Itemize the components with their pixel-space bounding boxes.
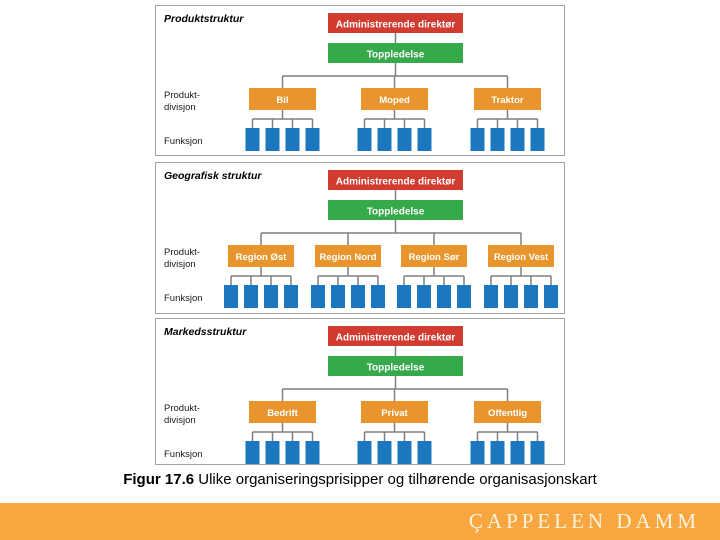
division-axis-label-line1: Produkt- — [164, 247, 200, 258]
division-axis-label-line1: Produkt- — [164, 403, 200, 414]
division-axis-label: Produkt- divisjon — [164, 403, 200, 427]
figure-caption: Figur 17.6 Ulike organiseringsprisipper … — [0, 471, 720, 488]
function-box — [417, 285, 431, 308]
executive-label: Administrerende direktør — [336, 177, 456, 188]
division-axis-label-line2: divisjon — [164, 415, 196, 426]
function-box — [264, 285, 278, 308]
division-axis-label-line2: divisjon — [164, 259, 196, 270]
figure-caption-number: Figur 17.6 — [123, 471, 195, 488]
function-box — [285, 441, 300, 464]
function-box — [351, 285, 365, 308]
function-box — [265, 128, 280, 151]
function-box — [417, 441, 432, 464]
division-label: Moped — [379, 95, 410, 106]
executive-box — [328, 326, 463, 346]
function-box — [470, 128, 485, 151]
division-label: Bedrift — [267, 408, 298, 419]
executive-box — [328, 13, 463, 33]
division-label: Bil — [276, 95, 288, 106]
division-label: Region Sør — [409, 252, 460, 263]
function-box — [224, 285, 238, 308]
division-box — [488, 245, 554, 267]
function-box — [244, 285, 258, 308]
division-box — [249, 88, 316, 110]
function-box — [285, 128, 300, 151]
function-box — [397, 285, 411, 308]
function-box — [510, 441, 525, 464]
division-label: Region Vest — [494, 252, 549, 263]
function-box — [470, 441, 485, 464]
function-box — [377, 441, 392, 464]
function-axis-label: Funksjon — [164, 293, 203, 304]
function-box — [284, 285, 298, 308]
function-box — [305, 128, 320, 151]
division-axis-label-line1: Produkt- — [164, 90, 200, 101]
function-box — [530, 128, 545, 151]
division-box — [249, 401, 316, 423]
executive-label: Administrerende direktør — [336, 20, 456, 31]
function-box — [305, 441, 320, 464]
division-box — [474, 88, 541, 110]
org-chart-svg: Administrerende direktørToppledelseRegio… — [224, 170, 558, 308]
division-label: Privat — [381, 408, 408, 419]
footer-bar: ÇAPPELEN DAMM — [0, 503, 720, 540]
function-box — [245, 128, 260, 151]
division-box — [401, 245, 467, 267]
top-management-label: Toppledelse — [367, 207, 425, 218]
function-box — [524, 285, 538, 308]
function-box — [510, 128, 525, 151]
function-box — [484, 285, 498, 308]
panel-title: Geografisk struktur — [164, 170, 262, 182]
top-management-box — [328, 43, 463, 63]
division-axis-label-line2: divisjon — [164, 102, 196, 113]
function-box — [397, 128, 412, 151]
division-label: Offentlig — [488, 408, 527, 419]
top-management-box — [328, 200, 463, 220]
division-axis-label: Produkt- divisjon — [164, 247, 200, 271]
function-box — [331, 285, 345, 308]
division-box — [474, 401, 541, 423]
division-box — [228, 245, 294, 267]
figure-caption-text: Ulike organiseringsprisipper og tilhøren… — [194, 471, 597, 488]
division-box — [361, 401, 428, 423]
top-management-label: Toppledelse — [367, 50, 425, 61]
function-box — [490, 441, 505, 464]
top-management-box — [328, 356, 463, 376]
division-label: Region Øst — [236, 252, 288, 263]
panel-title: Produktstruktur — [164, 13, 244, 25]
division-label: Region Nord — [320, 252, 377, 263]
function-box — [357, 441, 372, 464]
function-box — [311, 285, 325, 308]
function-box — [457, 285, 471, 308]
function-box — [397, 441, 412, 464]
division-label: Traktor — [491, 95, 524, 106]
function-box — [377, 128, 392, 151]
division-box — [361, 88, 428, 110]
function-box — [490, 128, 505, 151]
org-chart-svg: Administrerende direktørToppledelseBedri… — [245, 326, 545, 464]
function-box — [357, 128, 372, 151]
function-axis-label: Funksjon — [164, 449, 203, 460]
executive-box — [328, 170, 463, 190]
executive-label: Administrerende direktør — [336, 333, 456, 344]
function-box — [371, 285, 385, 308]
function-box — [504, 285, 518, 308]
function-box — [544, 285, 558, 308]
function-box — [437, 285, 451, 308]
division-box — [315, 245, 381, 267]
panel-title: Markedsstruktur — [164, 326, 247, 338]
division-axis-label: Produkt- divisjon — [164, 90, 200, 114]
function-axis-label: Funksjon — [164, 136, 203, 147]
top-management-label: Toppledelse — [367, 363, 425, 374]
function-box — [417, 128, 432, 151]
function-box — [530, 441, 545, 464]
function-box — [265, 441, 280, 464]
publisher-logo: ÇAPPELEN DAMM — [468, 509, 700, 533]
function-box — [245, 441, 260, 464]
